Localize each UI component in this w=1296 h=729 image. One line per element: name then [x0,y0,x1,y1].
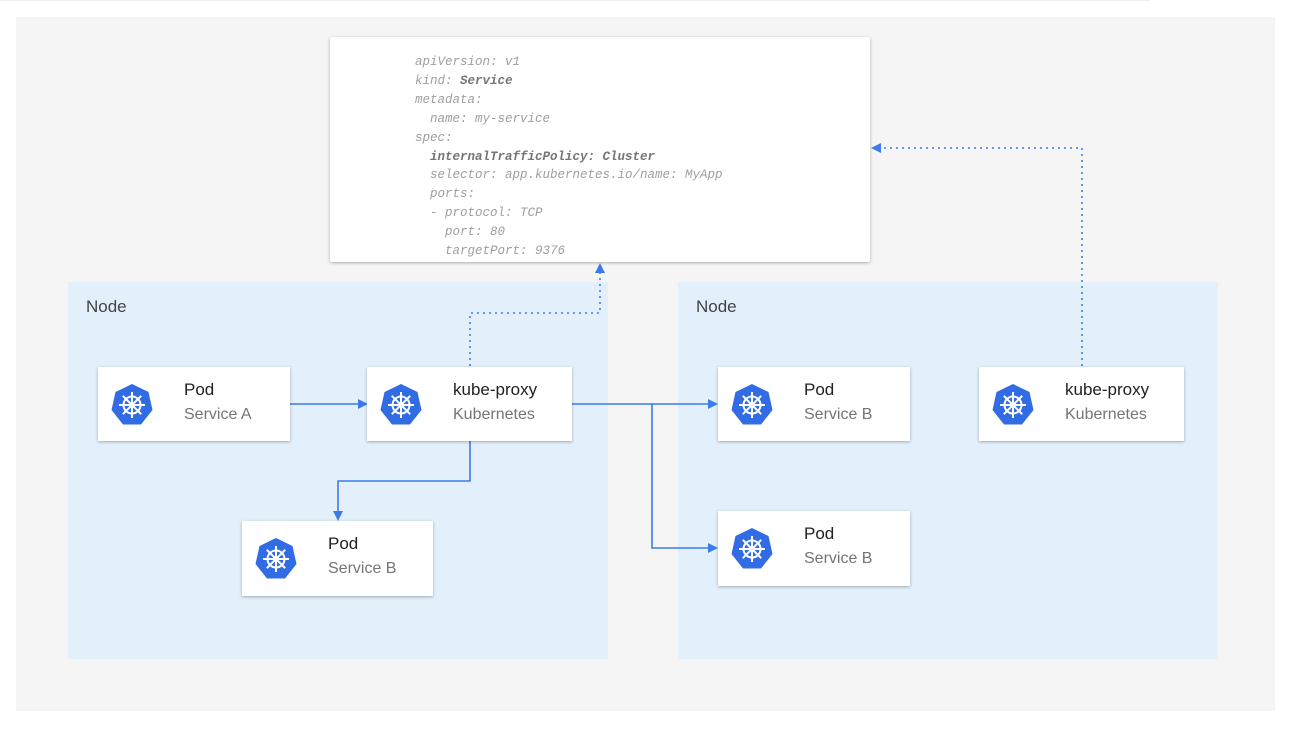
card-subtitle: Kubernetes [1065,406,1147,423]
service-yaml-box: apiVersion: v1 kind: Service metadata: n… [330,37,870,262]
yaml-code: apiVersion: v1 kind: Service metadata: n… [415,55,723,259]
kubernetes-icon [731,384,773,425]
node-right: Node [678,282,1218,659]
card-title: Pod [328,534,359,553]
arrow-proxy-to-podb-right2 [651,404,718,553]
node-left: Node [68,282,608,659]
card-title: Pod [804,380,835,399]
card-subtitle: Service B [804,406,873,423]
card-subtitle: Service A [184,406,252,423]
top-divider [0,0,1150,1]
arrow-proxy-to-podb-left [333,441,471,521]
card-title: Pod [804,524,835,543]
kubernetes-icon [111,384,153,425]
card-subtitle: Service B [328,560,397,577]
card-title: kube-proxy [453,380,538,399]
card-subtitle: Kubernetes [453,406,535,423]
node-label: Node [86,297,127,316]
card-title: Pod [184,380,215,399]
card-subtitle: Service B [804,550,873,567]
node-label: Node [696,297,737,316]
dotted-proxy-left-to-yaml [469,263,605,366]
kubernetes-icon [255,538,297,579]
kubernetes-icon [992,384,1034,425]
kubernetes-icon [380,384,422,425]
card-title: kube-proxy [1065,380,1150,399]
kubernetes-icon [731,528,773,569]
dotted-proxy-right-to-yaml [871,143,1083,366]
